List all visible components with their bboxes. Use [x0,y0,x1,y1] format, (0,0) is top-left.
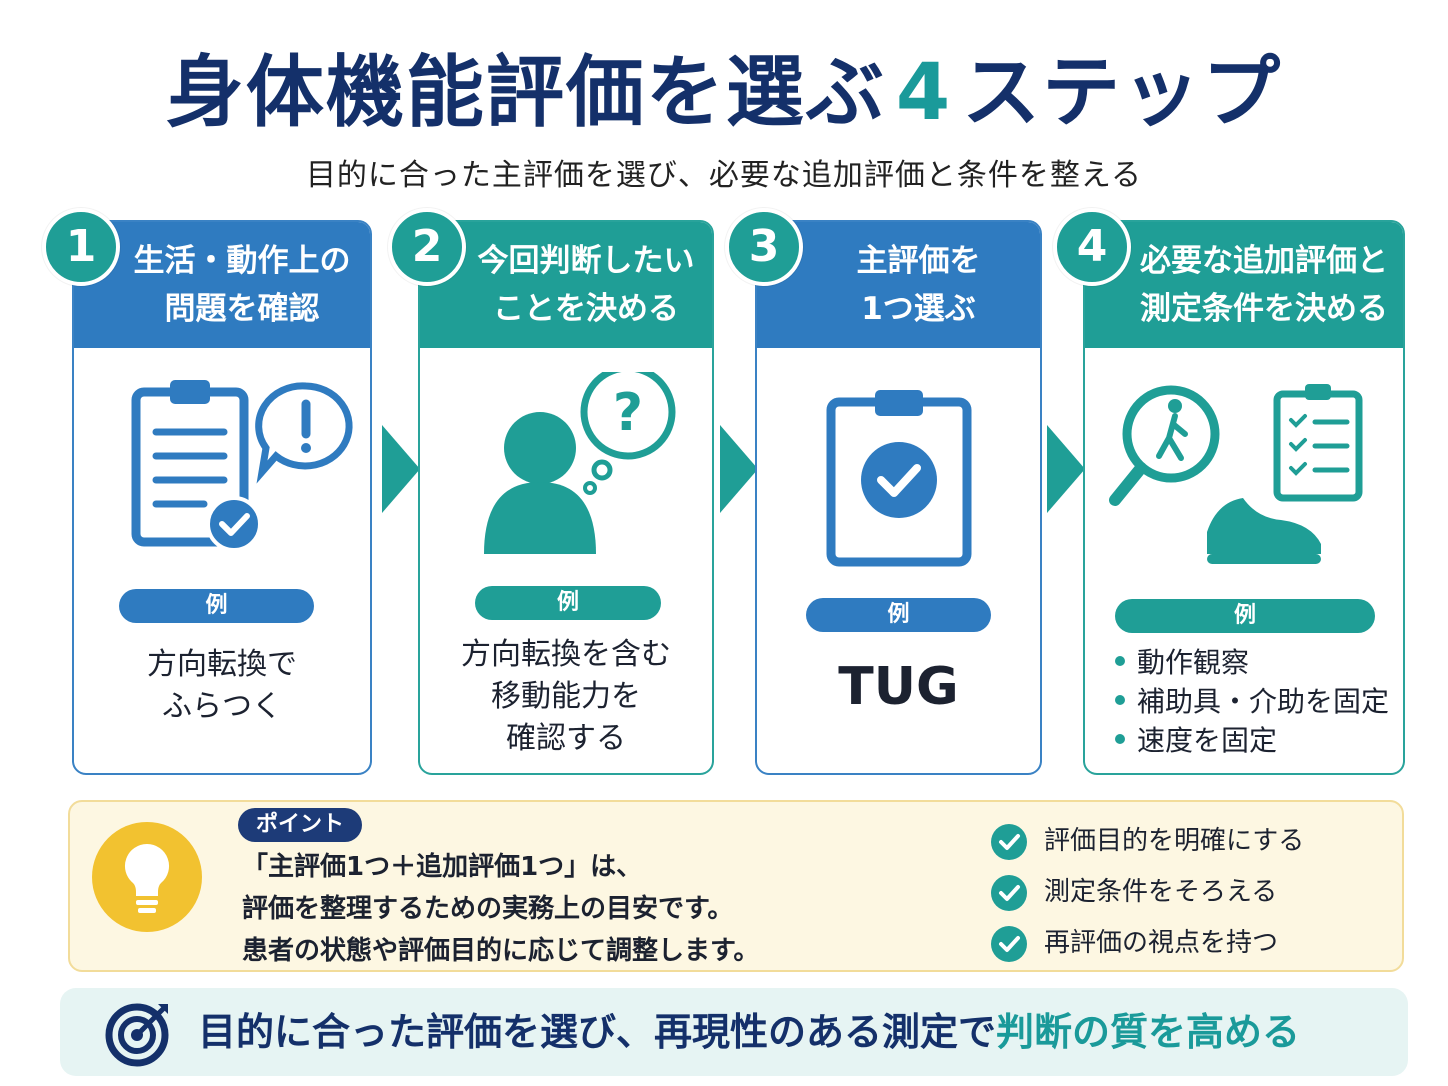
clipboard-check-icon [757,372,1040,622]
step-badge-4: 4 [1053,208,1131,286]
example-list-4: 動作観察 補助具・介助を固定 速度を固定 [1115,643,1393,760]
example-text-2: 方向転換を含む 移動能力を 確認する [461,637,671,756]
summary-banner: 目的に合った評価を選び、再現性のある測定で判断の質を高める [60,988,1408,1076]
svg-text:?: ? [613,383,643,443]
step-card-1: 生活・動作上の 問題を確認 例 方向転換で ふらつく [72,220,372,775]
step-title-4: 必要な追加評価と 測定条件を決める [1140,243,1388,327]
step-header-3: 主評価を 1つ選ぶ [757,222,1040,348]
next-arrow-icon [1047,425,1085,513]
magnifier-walker-checklist-shoe-icon [1085,372,1403,622]
summary-text: 目的に合った評価を選び、再現性のある測定で判断の質を高める [198,1010,1301,1054]
list-item: 補助具・介助を固定 [1115,682,1393,721]
step-badge-1: 1 [42,208,120,286]
title-number: 4 [895,48,953,138]
next-arrow-icon [720,425,758,513]
step-card-3: 主評価を 1つ選ぶ 例 TUG [755,220,1042,775]
list-item: 測定条件をそろえる [990,867,1304,918]
point-box: ポイント 「主評価1つ＋追加評価1つ」は、 評価を整理するための実務上の目安です… [68,800,1404,972]
checklist: 評価目的を明確にする 測定条件をそろえる 再評価の視点を持つ [990,816,1304,969]
title-suffix: ステップ [962,48,1283,138]
step-badge-2: 2 [388,208,466,286]
person-question-icon: ? [420,364,712,622]
example-text-1: 方向転換で ふらつく [147,647,297,724]
point-text: 「主評価1つ＋追加評価1つ」は、 評価を整理するための実務上の目安です。 患者の… [242,852,760,966]
summary-highlight: 判断の質を高める [996,1010,1301,1054]
step-header-2: 今回判断したい ことを決める [420,222,712,348]
list-item: 動作観察 [1115,643,1393,682]
step-title-3: 主評価を 1つ選ぶ [856,243,981,327]
step-card-4: 必要な追加評価と 測定条件を決める 例 動作観察 補助具・介助を固定 速度を固定 [1083,220,1405,775]
step-header-4: 必要な追加評価と 測定条件を決める [1085,222,1403,348]
step-badge-3: 3 [725,208,803,286]
example-label-3: 例 [806,598,991,632]
step-header-1: 生活・動作上の 問題を確認 [74,222,370,348]
example-label-1: 例 [119,589,314,623]
list-item: 再評価の視点を持つ [990,918,1304,969]
lightbulb-icon [92,822,202,932]
example-label-2: 例 [475,586,661,620]
check-circle-icon [991,823,1027,860]
step-title-1: 生活・動作上の 問題を確認 [133,243,351,327]
page-subtitle: 目的に合った主評価を選び、必要な追加評価と条件を整える [305,158,1143,193]
step-title-2: 今回判断したい ことを決める [477,243,695,327]
example-text-3: TUG [838,657,959,717]
title-main: 身体機能評価を選ぶ [165,48,886,138]
clipboard-alert-icon [74,372,370,622]
next-arrow-icon [382,425,420,513]
point-label: ポイント [238,808,363,842]
target-icon [105,1003,169,1067]
list-item: 評価目的を明確にする [990,816,1304,867]
step-card-2: 今回判断したい ことを決める ? 例 方向転換を含む 移動能力を 確認する [418,220,714,775]
list-item: 速度を固定 [1115,721,1393,760]
check-circle-icon [991,925,1027,962]
check-circle-icon [991,874,1027,911]
example-label-4: 例 [1115,599,1375,633]
